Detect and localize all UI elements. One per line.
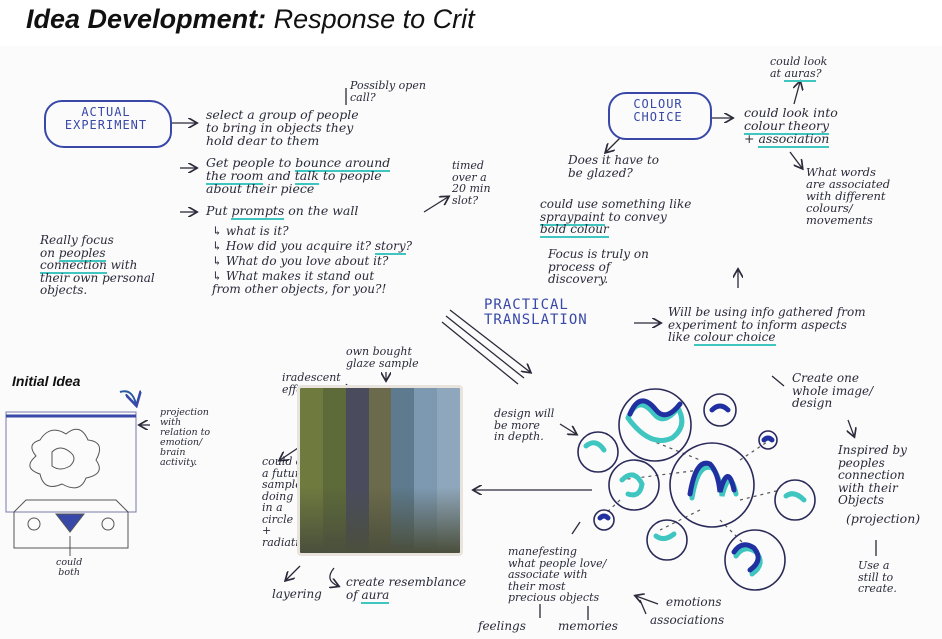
associations-note: associations — [650, 613, 725, 627]
practical-arrows — [441, 309, 530, 385]
actual-experiment-bubble — [44, 100, 172, 148]
feelings-note: feelings — [478, 619, 526, 633]
put-prompts-text-a: Put — [206, 203, 232, 218]
could-both-note: could both — [56, 557, 83, 578]
really-focus-note: Really focus on peoples connection with … — [40, 234, 155, 297]
put-prompts-note: Put prompts on the wall — [206, 203, 359, 220]
spraypaint-highlight: spraypaint — [540, 209, 605, 226]
could-look-auras-note: could look at auras? — [770, 55, 828, 82]
association-highlight: association — [758, 131, 830, 149]
bounce-around-text-d: to people about their piece — [206, 168, 382, 197]
arrow-auras — [794, 82, 800, 105]
colour-choice-label: COLOUR CHOICE — [633, 97, 683, 124]
could-look-auras-text-a: could look at — [770, 55, 828, 80]
really-focus-text-b: with their own personal objects. — [40, 258, 155, 298]
aura-highlight: aura — [361, 587, 390, 604]
arrow-what-words — [789, 151, 802, 168]
arrow-inspired — [848, 419, 854, 436]
resemblance-note: create resemblance of aura — [346, 575, 467, 604]
arrow-depth — [559, 423, 576, 434]
prompts-highlight: prompts — [231, 203, 285, 220]
arrow-future-sample — [280, 447, 299, 460]
prompt-stand-out: ↳ What makes it stand out from other obj… — [212, 269, 387, 296]
projection-note: (projection) — [846, 511, 921, 526]
spraypaint-text-b: to convey — [608, 209, 667, 224]
info-gathered-text-a: Will be using info gathered from experim… — [668, 305, 866, 345]
manifesting-note: manefesting what people love/ associate … — [508, 545, 607, 605]
story-question: ? — [405, 239, 413, 253]
could-look-auras-text-b: ? — [815, 66, 822, 80]
auras-highlight: auras — [784, 66, 816, 82]
bounce-around-text-c: and — [263, 168, 295, 184]
circle-design — [577, 388, 816, 591]
glaze-stripe — [322, 388, 346, 553]
inspired-by-note: Inspired by peoples connection with thei… — [838, 443, 907, 508]
what-words-note: What words are associated with different… — [806, 165, 891, 228]
layering-note: layering — [272, 587, 322, 601]
select-group-note: select a group of people to bring in obj… — [206, 107, 359, 149]
resemblance-text-a: create resemblance of — [346, 575, 467, 602]
page-title: Idea Development: Response to Crit — [26, 4, 475, 35]
bold-colour-highlight: bold colour — [540, 222, 609, 239]
possibly-open-call-note: Possibly open call? — [350, 79, 426, 104]
prompt-acquire-it: ↳ How did you acquire it? story? — [212, 239, 413, 255]
page-title-bold: Idea Development: — [26, 4, 267, 34]
prompt-what-is-it: ↳ what is it? — [212, 224, 289, 238]
timed-note: timed over a 20 min slot? — [452, 159, 491, 207]
talk-highlight: talk — [294, 168, 319, 186]
spraypaint-note: could use something like spraypaint to c… — [540, 197, 692, 239]
peoples-connection-highlight: peoples connection — [40, 245, 107, 275]
prompt-love-about-it: ↳ What do you love about it? — [212, 254, 389, 268]
put-prompts-text-b: on the wall — [284, 203, 359, 218]
initial-idea-arrow — [119, 390, 136, 404]
initial-idea-sketch — [5, 411, 137, 556]
arrow-timed — [423, 197, 448, 213]
story-highlight: story — [374, 239, 406, 255]
arrow-create-one — [771, 375, 785, 387]
prompt-acquire-text: ↳ How did you acquire it? — [212, 239, 375, 253]
create-one-whole-note: Create one whole image/ design — [792, 371, 874, 411]
glaze-stripe — [414, 388, 438, 553]
glaze-stripe — [391, 388, 415, 553]
arrow-manifesting — [571, 521, 581, 535]
colour-theory-highlight: colour theory — [744, 118, 830, 136]
projection-relation-note: projection with relation to emotion/ bra… — [160, 407, 211, 468]
glaze-stripe — [345, 388, 369, 553]
actual-experiment-label: ACTUAL EXPERIMENT — [64, 105, 148, 132]
really-focus-text-a: Really focus on — [40, 233, 114, 260]
arrow-emotions — [636, 596, 659, 605]
design-more-depth-note: design will be more in depth. — [494, 407, 555, 444]
glaze-sample-photo — [297, 385, 463, 556]
focus-truly-note: Focus is truly on process of discovery. — [548, 247, 649, 287]
colour-theory-text-b: + — [744, 131, 755, 147]
colour-theory-note: could look into colour theory + associat… — [744, 105, 838, 149]
the-room-highlight: the room — [206, 168, 264, 186]
arrow-resemblance — [330, 567, 338, 586]
glaze-stripe — [300, 388, 323, 553]
arrow-glazed — [606, 137, 621, 152]
colour-choice-highlight: colour choice — [693, 330, 776, 347]
practical-translation-label: PRACTICAL TRANSLATION — [484, 297, 588, 328]
use-a-still-note: Use a still to create. — [858, 559, 897, 596]
page-title-rest: Response to Crit — [266, 4, 475, 34]
bounce-around-highlight: bounce around — [295, 155, 391, 172]
glaze-stripe — [368, 388, 392, 553]
own-bought-glaze-note: own bought glaze sample — [346, 345, 419, 370]
bounce-around-text-a: Get people to — [206, 155, 296, 170]
glaze-stripe — [437, 388, 460, 553]
emotions-note: emotions — [666, 595, 722, 609]
memories-note: memories — [558, 619, 618, 633]
colour-theory-text-a: could look into — [744, 105, 838, 120]
colour-choice-bubble — [608, 92, 712, 140]
initial-idea-label: Initial Idea — [12, 373, 81, 389]
info-gathered-note: Will be using info gathered from experim… — [668, 305, 866, 347]
arrow-layering — [286, 565, 301, 580]
spraypaint-text-a: could use something like — [540, 197, 692, 211]
does-it-have-glazed-note: Does it have to be glazed? — [568, 153, 660, 180]
arrow-associations — [639, 599, 647, 615]
